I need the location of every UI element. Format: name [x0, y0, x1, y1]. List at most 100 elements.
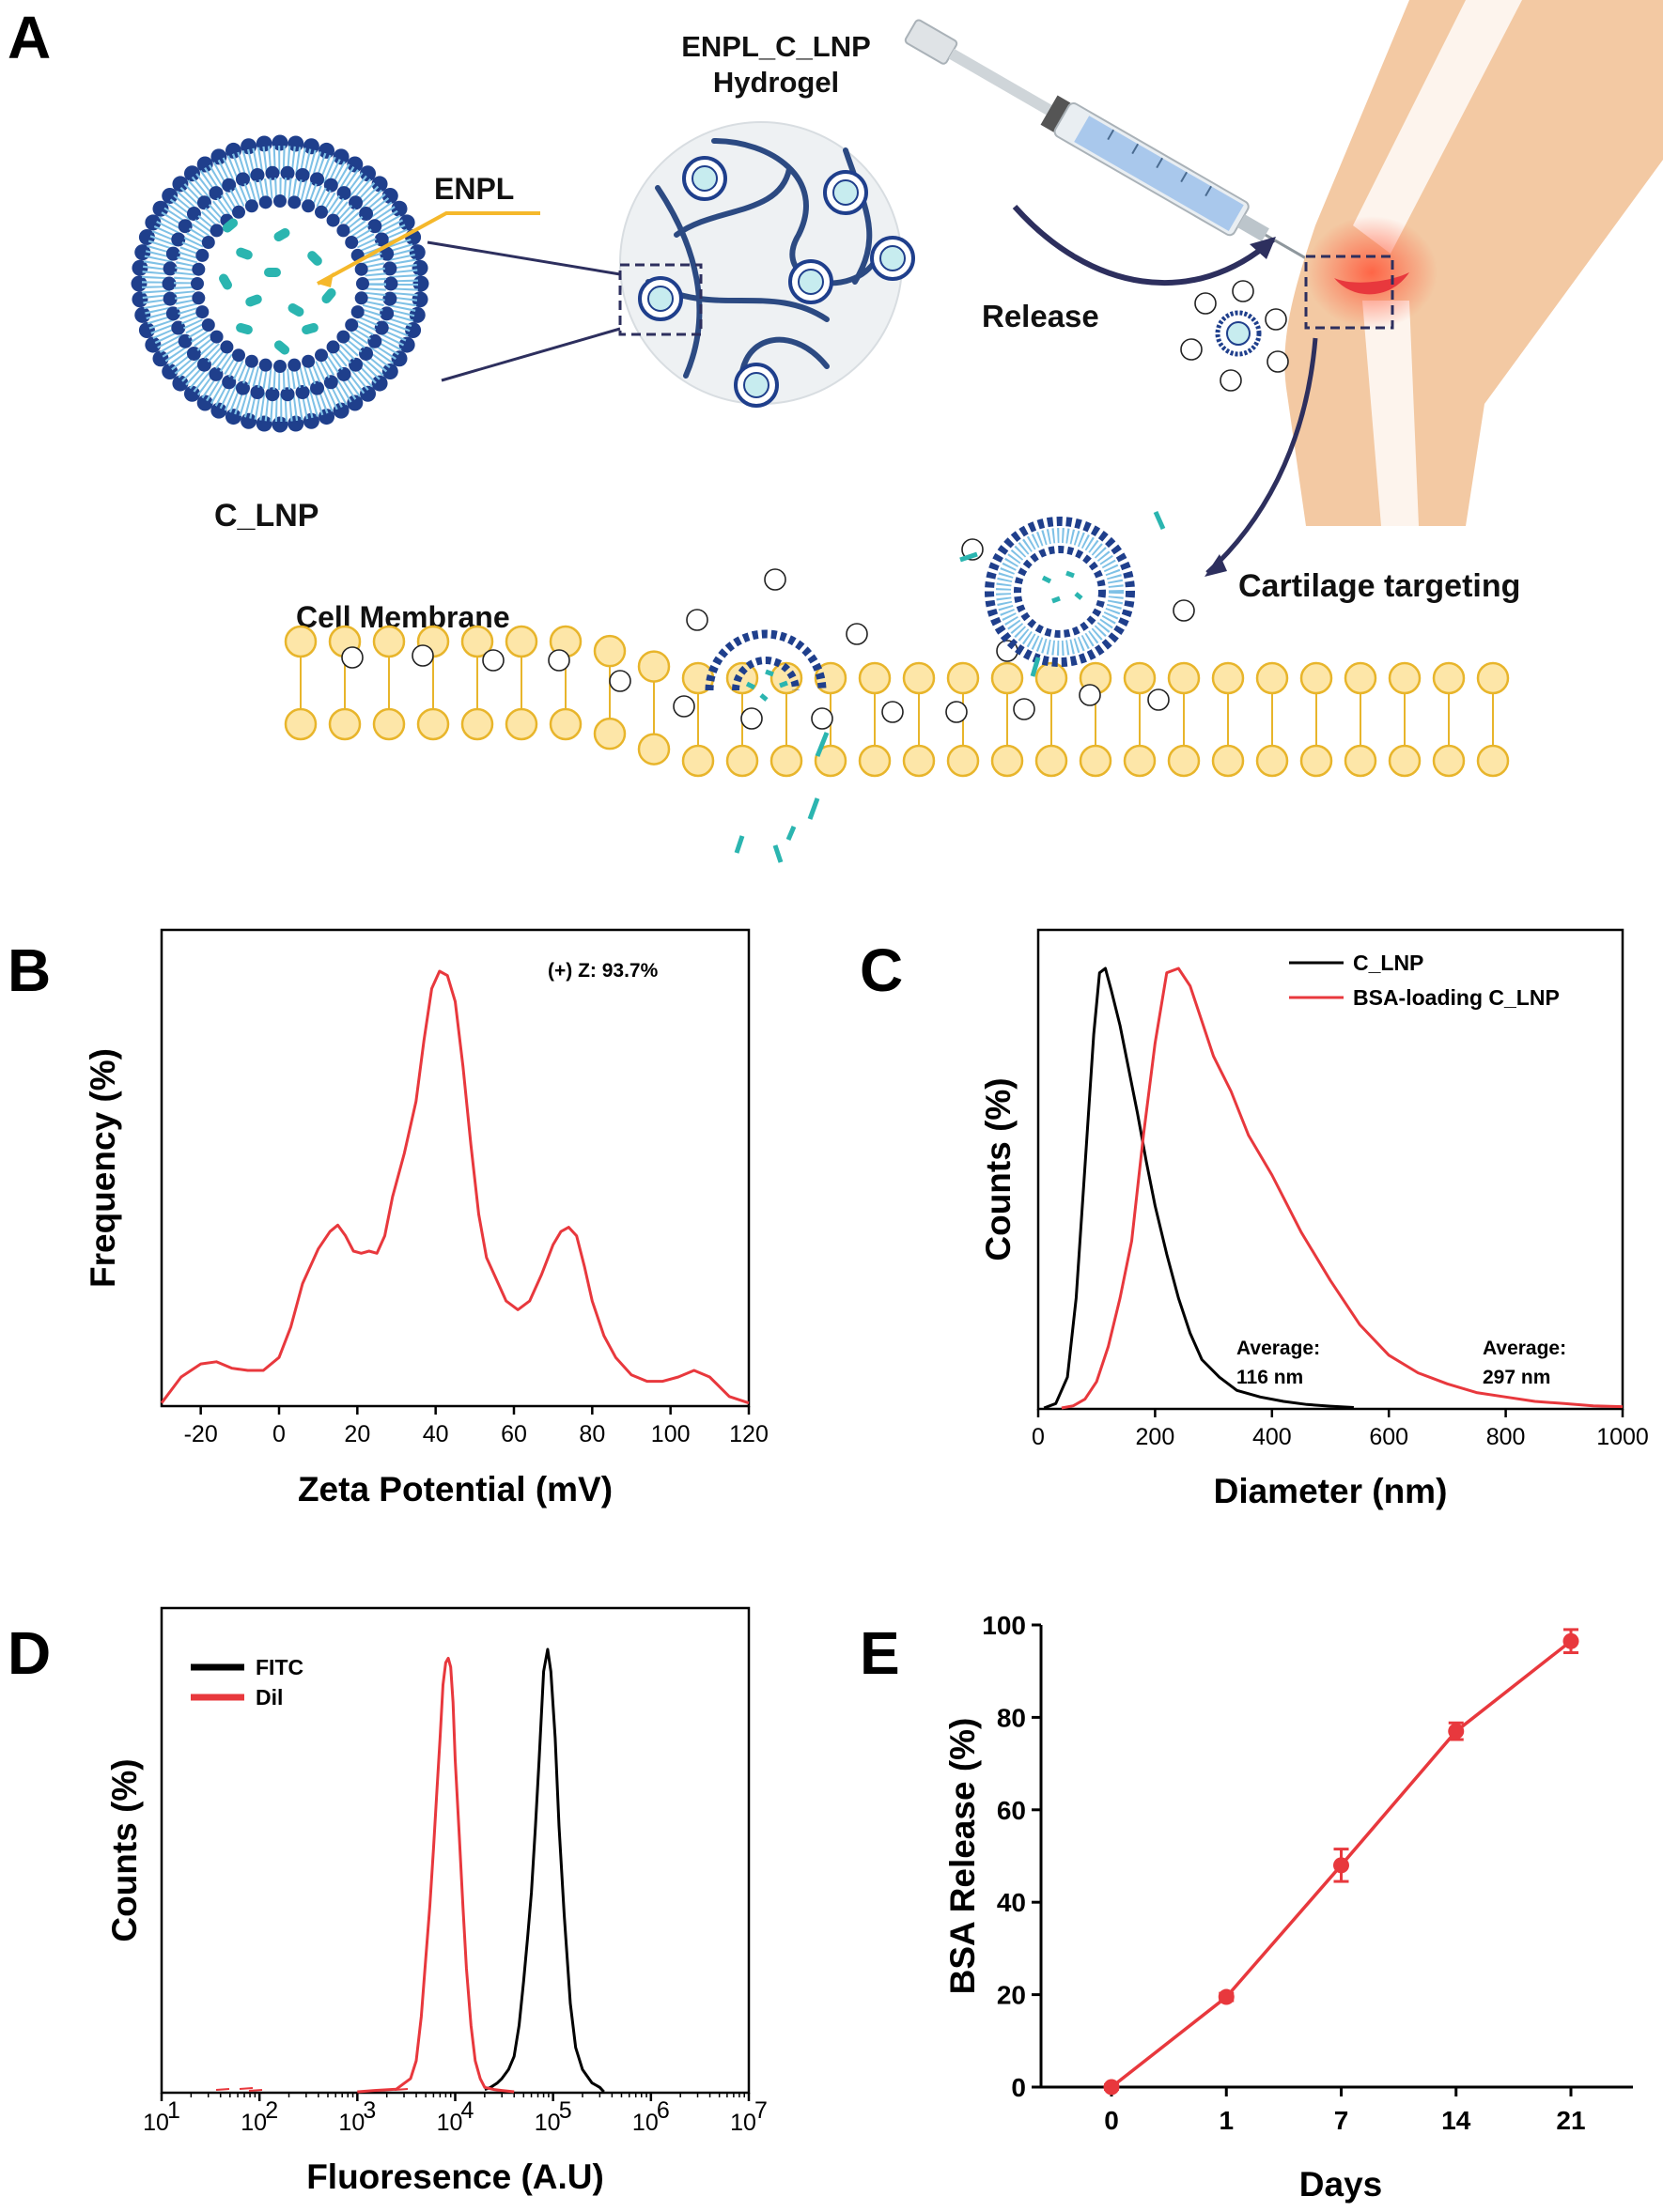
x-tick-label: 120 — [729, 1421, 769, 1447]
c-lnp-label: C_LNP — [214, 498, 319, 534]
lipid-head-bottom — [990, 744, 1024, 778]
plot-frame — [160, 928, 751, 1408]
enpl-label: ENPL — [434, 172, 514, 206]
hydrogel-particle-core — [743, 372, 769, 398]
outer-lipid-head — [225, 409, 241, 425]
negative-charge-circle — [881, 701, 904, 723]
lipid-head-bottom — [681, 744, 715, 778]
inner-lipid-head — [222, 178, 237, 193]
x-tick-exponent: 7 — [754, 2097, 768, 2124]
outer-lipid-head — [381, 364, 398, 380]
y-tick-label: 80 — [997, 1703, 1026, 1732]
average-value: 297 nm — [1483, 1367, 1550, 1388]
lipid-head-bottom — [725, 744, 759, 778]
lipid-head-top — [1299, 661, 1333, 695]
outer-lipid-head — [196, 156, 213, 173]
outer-lipid-head — [183, 165, 200, 182]
connector-top — [427, 240, 621, 276]
baseline-noise — [248, 2089, 263, 2092]
lipid-head-bottom — [814, 744, 847, 778]
syringe-tip — [1236, 214, 1269, 242]
outer-lipid-head — [347, 394, 364, 411]
inner-lipid-head — [349, 357, 364, 372]
positive-charge-circle — [686, 609, 708, 631]
outer-lipid-head — [319, 142, 335, 159]
inner-lipid-head — [310, 380, 325, 395]
lipid-head-bottom — [372, 707, 406, 741]
hydrogel-particles — [638, 156, 915, 408]
release-arrow — [1012, 205, 1275, 286]
enpl-pointer — [317, 211, 540, 286]
connector-bottom — [441, 327, 621, 382]
x-tick-exponent: 5 — [559, 2097, 572, 2124]
inner-lipid-head — [380, 246, 395, 261]
x-tick-label: 200 — [1136, 1424, 1175, 1450]
enpl-molecule — [236, 322, 253, 335]
targeting-arrowhead — [1205, 554, 1227, 577]
outer-lipid-head — [132, 291, 148, 308]
lipid-head-bottom — [1432, 744, 1466, 778]
lipid-head-bottom — [637, 733, 671, 766]
outer-lipid-head — [347, 156, 364, 173]
x-tick-label: 800 — [1486, 1424, 1526, 1450]
inner-lipid-head — [235, 380, 250, 395]
inner-lipid-head — [165, 306, 180, 321]
syringe-fluid — [1074, 116, 1244, 231]
x-tick-exponent: 4 — [461, 2097, 474, 2124]
inner-lipid-head — [367, 333, 382, 348]
core-lipid-head — [195, 305, 210, 319]
targeting-inner-layer — [1014, 546, 1106, 638]
y-tick-label: 100 — [982, 1611, 1026, 1640]
inner-lipid-head — [265, 387, 280, 402]
baseline-noise — [215, 2088, 230, 2091]
outer-lipid-head — [241, 412, 257, 429]
data-point — [1562, 1632, 1579, 1649]
syringe-graduations — [1107, 129, 1212, 197]
enpl-molecule — [273, 340, 290, 355]
enpl-molecule — [302, 322, 319, 335]
lipid-head-bottom — [416, 707, 450, 741]
lipid-head-top — [1432, 661, 1466, 695]
lipid-head-top — [505, 625, 538, 658]
series-line-1 — [357, 1656, 515, 2094]
outer-lipid-head — [360, 385, 377, 402]
inner-lipid-head — [171, 232, 186, 247]
outer-lipid-head — [333, 148, 350, 165]
negative-charge-circle — [673, 695, 695, 718]
released-particle — [1180, 280, 1289, 392]
hydrogel-background — [619, 121, 903, 405]
inner-lipid-head — [280, 387, 295, 402]
lipid-head-bottom — [946, 744, 980, 778]
x-tick-label: 21 — [1556, 2106, 1585, 2135]
released-particle-core — [1226, 321, 1251, 346]
x-tick-base: 10 — [143, 2110, 169, 2136]
inner-lipid-head — [196, 195, 211, 210]
series-line-1 — [1061, 967, 1624, 1410]
y-axis-label: Counts (%) — [979, 1077, 1018, 1261]
negative-charge-circle — [482, 649, 505, 672]
hydrogel-title-line1: ENPL_C_LNP — [681, 30, 871, 63]
lipid-head-top — [637, 650, 671, 683]
hydrogel-particle-core — [692, 165, 718, 192]
enpl-molecule — [307, 251, 322, 266]
outer-lipid-head — [210, 148, 227, 165]
inner-lipid-head — [178, 219, 193, 234]
lipid-head-bottom — [1255, 744, 1289, 778]
negative-charge-circle — [1079, 684, 1101, 706]
positive-charge-circle — [1267, 350, 1289, 373]
panel-a: A ENPL C_LNP ENPL_C_LNP Hydrogel — [8, 0, 1663, 863]
positive-charge-circle — [764, 568, 786, 591]
x-tick-base: 10 — [437, 2110, 463, 2136]
core-lipid-head — [350, 305, 365, 319]
core-lipid-head — [201, 236, 215, 249]
c-lnp-liposome — [131, 134, 429, 433]
lipid-head-top — [1388, 661, 1422, 695]
release-label: Release — [982, 299, 1099, 333]
inner-lipid-head — [295, 167, 310, 182]
fusing-outer-layer — [705, 629, 827, 691]
enpl-molecule — [236, 247, 253, 260]
y-tick-label: 20 — [997, 1981, 1026, 2010]
inner-lipid-head — [222, 375, 237, 390]
x-tick-label: 600 — [1369, 1424, 1408, 1450]
